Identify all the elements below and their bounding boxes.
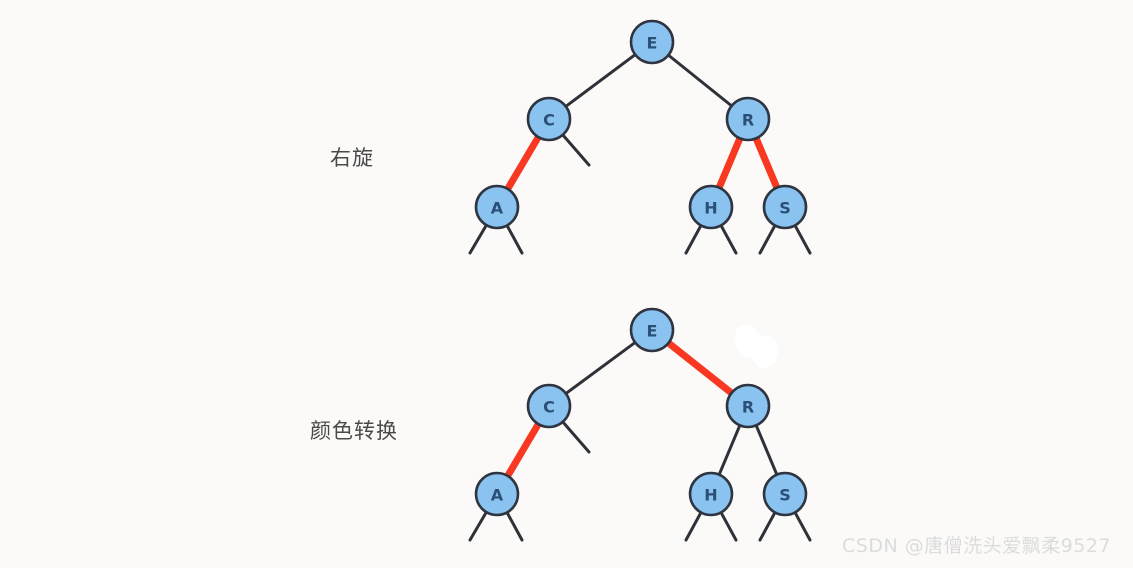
- node-label: S: [779, 486, 791, 505]
- node-circle: [725, 96, 771, 142]
- node-label: A: [491, 199, 504, 218]
- node-circle: [526, 383, 572, 429]
- tree-node-E[interactable]: E: [629, 19, 675, 65]
- node-circle: [526, 96, 572, 142]
- tree-node-S[interactable]: S: [762, 471, 808, 517]
- node-label: R: [742, 398, 754, 417]
- tree-node-C[interactable]: C: [526, 96, 572, 142]
- tree-edge-black-R-H: [716, 422, 743, 478]
- tree-edge-red-C-A: [502, 130, 544, 196]
- tree-edge-black-R-S: [753, 422, 780, 478]
- node-circle: [688, 471, 734, 517]
- node-circle: [762, 184, 808, 230]
- tree-node-R[interactable]: R: [725, 96, 771, 142]
- tree-color-flip: E C R A H S: [468, 307, 812, 542]
- node-circle: [725, 383, 771, 429]
- tree-node-A[interactable]: A: [474, 184, 520, 230]
- node-label: C: [543, 111, 555, 130]
- node-label: E: [647, 34, 658, 53]
- tree-edge-red-R-H: [714, 132, 745, 194]
- nil-leaf-stub: [684, 222, 704, 255]
- nil-leaf-stub: [718, 509, 738, 542]
- tree-right-rotation: E C R A H S: [468, 19, 812, 255]
- node-circle: [688, 184, 734, 230]
- tree-edge-black-E-C: [562, 51, 639, 110]
- nil-leaf-stub: [684, 509, 704, 542]
- node-label: E: [647, 322, 658, 341]
- nil-leaf-stub: [758, 509, 778, 542]
- node-label: H: [704, 486, 717, 505]
- tree-node-R[interactable]: R: [725, 383, 771, 429]
- node-circle: [629, 19, 675, 65]
- nil-leaf-stub: [468, 508, 489, 542]
- node-circle: [474, 184, 520, 230]
- nil-leaf-stub: [504, 222, 524, 255]
- tree-edge-black-E-C: [562, 339, 639, 397]
- tree-edge-black-E-R: [665, 52, 735, 109]
- label-color-flip: 颜色转换: [310, 419, 398, 443]
- node-label: H: [704, 199, 717, 218]
- node-circle: [474, 471, 520, 517]
- nil-leaf-stub: [758, 222, 778, 255]
- node-label: A: [491, 486, 504, 505]
- nil-leaf-stub: [504, 509, 524, 542]
- nil-leaf-stub: [559, 418, 591, 454]
- tree-node-E[interactable]: E: [629, 307, 675, 353]
- tree-node-S[interactable]: S: [762, 184, 808, 230]
- tree-edge-red-E-R: [662, 337, 738, 399]
- nil-leaf-stub: [792, 509, 812, 542]
- node-label: C: [543, 398, 555, 417]
- node-circle: [762, 471, 808, 517]
- node-circle: [629, 307, 675, 353]
- tree-node-H[interactable]: H: [688, 471, 734, 517]
- node-label: R: [742, 111, 754, 130]
- nil-leaf-stub: [718, 222, 738, 255]
- nil-leaf-stub: [792, 222, 812, 255]
- label-right-rotation: 右旋: [330, 146, 374, 170]
- tree-edge-red-C-A: [502, 417, 544, 483]
- watermark-text: CSDN @唐僧洗头爱飘柔9527: [842, 535, 1112, 557]
- tree-node-H[interactable]: H: [688, 184, 734, 230]
- node-label: S: [779, 199, 791, 218]
- nil-leaf-stub: [559, 131, 591, 167]
- tree-node-C[interactable]: C: [526, 383, 572, 429]
- tree-node-A[interactable]: A: [474, 471, 520, 517]
- nil-leaf-stub: [468, 221, 489, 255]
- white-blob-artifact: [751, 336, 779, 368]
- tree-edge-red-R-S: [751, 132, 782, 194]
